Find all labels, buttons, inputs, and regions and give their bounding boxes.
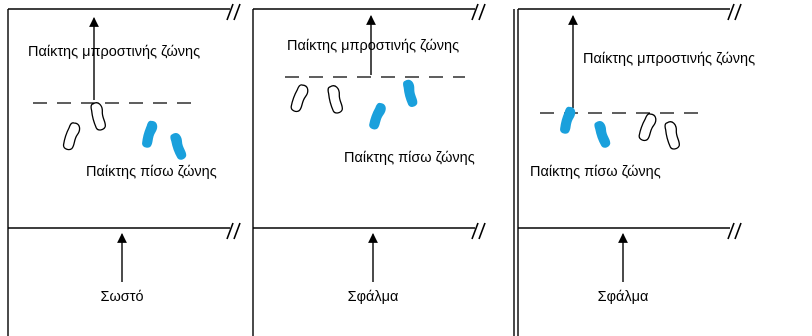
back-player-label: Παίκτης πίσω ζώνης xyxy=(86,164,217,180)
back-foot-icon xyxy=(140,119,159,150)
court-outline xyxy=(517,8,730,336)
foot-icon xyxy=(61,120,82,152)
break-mark-icon xyxy=(727,3,742,240)
back-foot-icon xyxy=(592,119,613,150)
back-player-label: Παίκτης πίσω ζώνης xyxy=(344,150,475,166)
back-foot-icon xyxy=(168,131,189,162)
panel-3: Παίκτης μπροστινής ζώνης Παίκτης πίσω ζώ… xyxy=(517,3,755,336)
foot-icon xyxy=(636,111,659,143)
break-mark-icon xyxy=(226,3,241,240)
front-foot-icon xyxy=(558,105,577,136)
foot-icon xyxy=(288,82,311,114)
back-foot-icon xyxy=(401,78,420,109)
verdict-label: Σωστό xyxy=(100,289,143,305)
front-player-label: Παίκτης μπροστινής ζώνης xyxy=(583,51,755,67)
back-foot-icon xyxy=(367,101,388,132)
court-outline xyxy=(7,8,254,336)
foot-icon xyxy=(325,83,345,115)
front-player-label: Παίκτης μπροστινής ζώνης xyxy=(287,38,459,54)
front-player-label: Παίκτης μπροστινής ζώνης xyxy=(28,44,200,60)
back-player-label: Παίκτης πίσω ζώνης xyxy=(530,164,661,180)
front-foot-icon xyxy=(88,100,108,132)
panel-1: Παίκτης μπροστινής ζώνης Παίκτης πίσω ζώ… xyxy=(7,3,254,336)
panel-2: Παίκτης μπροστινής ζώνης Παίκτης πίσω ζώ… xyxy=(253,3,515,336)
verdict-label: Σφάλμα xyxy=(348,289,399,305)
court-outline xyxy=(253,8,515,336)
foot-icon xyxy=(662,119,682,151)
break-mark-icon xyxy=(471,3,486,240)
verdict-label: Σφάλμα xyxy=(598,289,649,305)
